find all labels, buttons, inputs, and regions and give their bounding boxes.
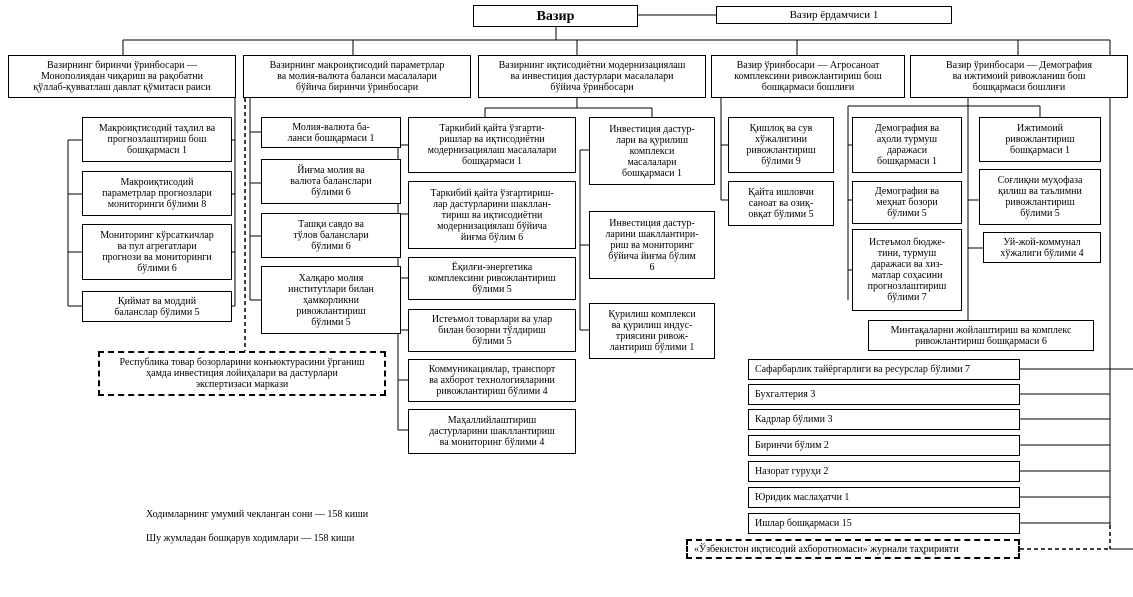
housing-utilities-unit: Уй-жой-коммунал хўжалиги бўлими 4 <box>983 232 1101 263</box>
ifi-cooperation-unit: Халқаро молия институтлари билан ҳамкорл… <box>261 266 401 334</box>
material-balances-unit: Қиймат ва моддий баланслар бўлими 5 <box>82 291 232 322</box>
health-education-unit: Соғлиқни муҳофаза қилиш ва таълимни риво… <box>979 169 1101 225</box>
agriculture-water-unit: Қишлоқ ва сув хўжалигини ривожлантириш б… <box>728 117 834 173</box>
deputy-agro: Вазир ўринбосари — Агросаноат комплексин… <box>711 55 905 98</box>
commodity-markets-center: Республика товар бозорларини конъюктурас… <box>98 351 386 396</box>
foreign-trade-unit: Ташқи савдо ва тўлов баланслари бўлими 6 <box>261 213 401 258</box>
deputy-demography: Вазир ўринбосари — Демография ва ижтимои… <box>910 55 1128 98</box>
structural-reform-department: Таркибий қайта ўзгарти- ришлар ва иқтисо… <box>408 117 576 173</box>
staff-total-line: Ходимларнинг умумий чекланган сони — 158… <box>146 509 369 520</box>
macro-monitoring-unit: Макроиқтисодий параметрлар прогнозлари м… <box>82 171 232 216</box>
investment-monitoring-unit: Инвестиция дастур- ларини шакллантири- р… <box>589 211 715 279</box>
journal-editorial-office: «Ўзбекистон иқтисодий ахборотномаси» жур… <box>686 539 1020 559</box>
service-administration: Ишлар бошқармаси 15 <box>748 513 1020 534</box>
service-mobilization: Сафарбарлик тайёргарлиги ва ресурслар бў… <box>748 359 1020 380</box>
deputy-first-monopoly: Вазирнинг биринчи ўринбосари — Монополия… <box>8 55 236 98</box>
macro-analysis-department: Макроиқтисодий таҳлил ва прогнозлаштириш… <box>82 117 232 162</box>
consumer-budget-unit: Истеъмол бюдже- тини, турмуш даражаси ва… <box>852 229 962 311</box>
service-legal-advisor: Юридик маслаҳатчи 1 <box>748 487 1020 508</box>
demography-labor-unit: Демография ва меҳнат бозори бўлими 5 <box>852 181 962 224</box>
fuel-energy-unit: Ёқилғи-энергетика комплексини ривожланти… <box>408 257 576 300</box>
fx-balance-department: Молия-валюта ба- ланси бошқармаси 1 <box>261 117 401 148</box>
staff-management-line: Шу жумладан бошқарув ходимлари — 158 киш… <box>146 533 355 544</box>
regional-development-department: Минтақаларни жойлаштириш ва комплекс рив… <box>868 320 1094 351</box>
social-development-department: Ижтимоий ривожлантириш бошқармаси 1 <box>979 117 1101 162</box>
minister-box: Вазир <box>473 5 638 27</box>
service-accounting: Бухгалтерия 3 <box>748 384 1020 405</box>
consolidated-balances-unit: Йиғма молия ва валюта баланслари бўлими … <box>261 159 401 204</box>
structural-programs-unit: Таркибий қайта ўзгартириш- лар дастурлар… <box>408 181 576 249</box>
investment-programs-department: Инвестиция дастур- лари ва қурилиш компл… <box>589 117 715 185</box>
deputy-first-macro: Вазирнинг макроиқтисодий параметрлар ва … <box>243 55 471 98</box>
assistant-box: Вазир ёрдамчиси 1 <box>716 6 952 24</box>
processing-food-unit: Қайта ишловчи саноат ва озиқ- овқат бўли… <box>728 181 834 226</box>
demography-living-department: Демография ва аҳоли турмуш даражаси бошқ… <box>852 117 962 173</box>
staff-total-note: Ходимларнинг умумий чекланган сони — 158… <box>146 497 368 557</box>
consumer-goods-unit: Истеъмол товарлари ва улар билан бозорни… <box>408 309 576 352</box>
service-first-department: Биринчи бўлим 2 <box>748 435 1020 456</box>
service-personnel: Кадрлар бўлими 3 <box>748 409 1020 430</box>
assistant-label: Вазир ёрдамчиси 1 <box>789 8 879 21</box>
communications-transport-unit: Коммуникациялар, транспорт ва ахборот те… <box>408 359 576 402</box>
money-aggregates-unit: Мониторинг кўрсаткичлар ва пул агрегатла… <box>82 224 232 280</box>
localization-unit: Маҳаллийлаштириш дастурларини шакллантир… <box>408 409 576 454</box>
construction-industry-unit: Қурилиш комплекси ва қурилиш индус- трия… <box>589 303 715 359</box>
deputy-modernization: Вазирнинг иқтисодиётни модернизациялаш в… <box>478 55 706 98</box>
service-control-group: Назорат гуруҳи 2 <box>748 461 1020 482</box>
minister-label: Вазир <box>536 8 575 24</box>
